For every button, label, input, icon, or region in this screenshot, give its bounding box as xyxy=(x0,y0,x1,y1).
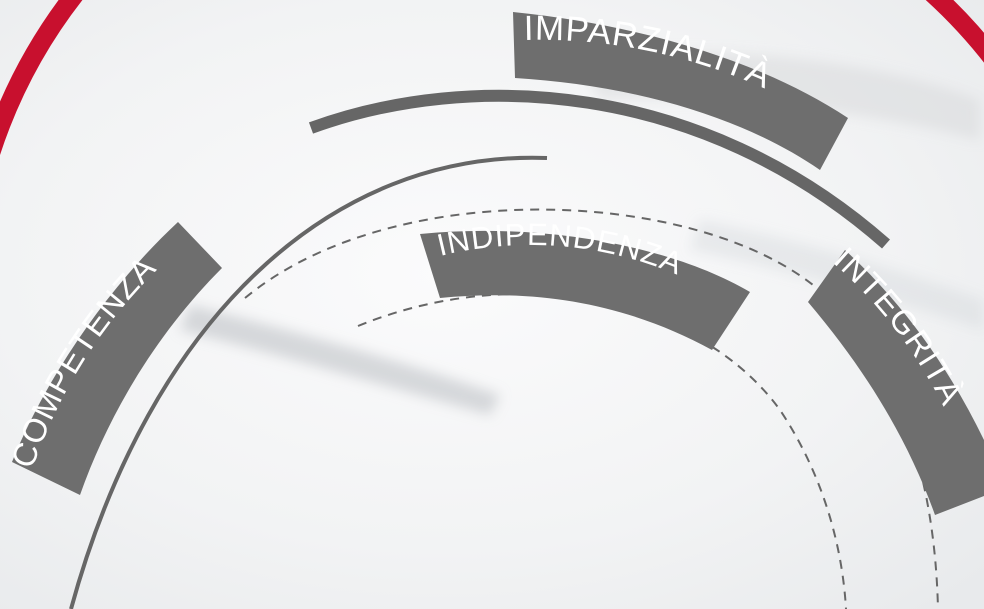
banner-imparzialita xyxy=(513,12,848,170)
banner-indipendenza xyxy=(420,230,750,350)
red-accent-arc-left xyxy=(0,0,83,156)
red-accent-arc-right xyxy=(925,0,984,63)
dashed-ring-inner xyxy=(357,293,847,609)
banner-integrita xyxy=(808,250,984,515)
outer-arc xyxy=(308,89,890,249)
competenza-arc xyxy=(69,155,548,609)
banner-competenza xyxy=(12,222,222,495)
